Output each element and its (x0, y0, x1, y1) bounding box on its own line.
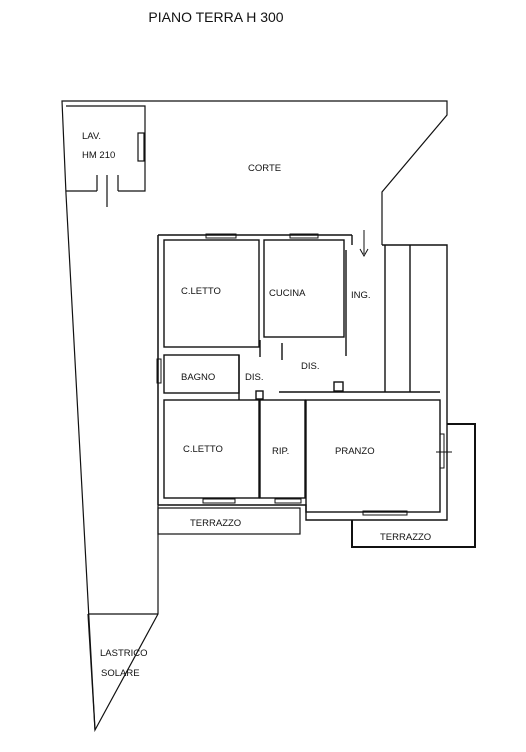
plan-title: PIANO TERRA H 300 (148, 9, 283, 25)
terrace-label-left: TERRAZZO (190, 518, 241, 529)
room-label-ing: ING. (351, 290, 371, 301)
windows (156, 233, 452, 516)
area-label-lastrico: LASTRICO (100, 648, 148, 659)
room-label-bagno: BAGNO (181, 372, 215, 383)
room-label-c-letto-bottom: C.LETTO (183, 444, 223, 455)
room-label-lav: LAV. (82, 131, 101, 142)
room-label-dis-left: DIS. (245, 372, 263, 383)
room-label-pranzo: PRANZO (335, 446, 375, 457)
room-label-lav-height: HM 210 (82, 150, 115, 161)
room-label-cucina: CUCINA (269, 288, 306, 299)
room-label-dis-right: DIS. (301, 361, 319, 372)
room-label-rip: RIP. (272, 446, 289, 457)
area-label-solare: SOLARE (101, 668, 140, 679)
terrace-label-right: TERRAZZO (380, 532, 431, 543)
terraces (157, 423, 476, 548)
laundry-room (66, 105, 146, 207)
site-boundary (61, 100, 448, 733)
building-walls (157, 234, 448, 521)
room-label-c-letto-top: C.LETTO (181, 286, 221, 297)
entrance-arrow (359, 230, 369, 258)
room-label-corte: CORTE (248, 163, 281, 174)
